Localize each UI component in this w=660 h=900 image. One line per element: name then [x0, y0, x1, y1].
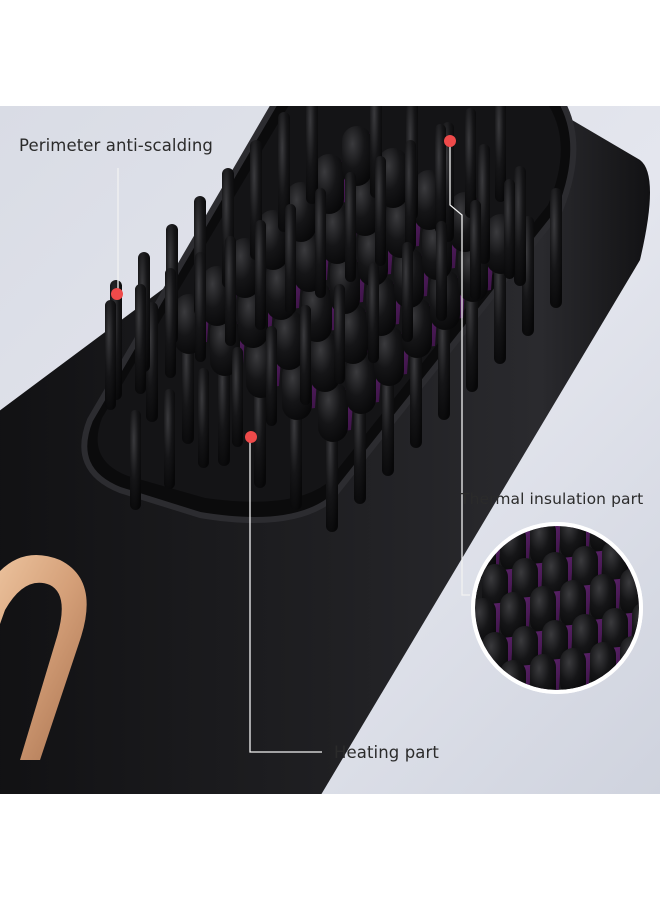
label-perimeter-anti-scalding: Perimeter anti-scalding	[19, 136, 213, 155]
bristle	[354, 384, 366, 504]
bristle	[232, 347, 243, 447]
bristle	[465, 108, 476, 218]
bristle	[620, 568, 639, 616]
bristle	[290, 390, 302, 510]
leader-lines	[117, 141, 470, 753]
bristle	[374, 326, 404, 386]
bristle	[164, 389, 175, 489]
bristle	[346, 354, 376, 414]
bristle	[435, 124, 446, 234]
bristle	[375, 156, 386, 266]
bristle	[334, 284, 345, 384]
bristle	[410, 328, 422, 448]
bristle	[310, 332, 340, 392]
bristle	[315, 188, 326, 298]
bristle	[470, 200, 481, 300]
photo-panel	[0, 106, 660, 794]
gold-accent	[0, 555, 87, 760]
bristle	[198, 368, 209, 468]
bristle	[345, 172, 356, 282]
bristle	[560, 648, 586, 690]
bristle	[225, 236, 236, 346]
bristle	[342, 126, 372, 186]
bristle	[530, 654, 556, 690]
bristle	[514, 166, 526, 286]
bristle	[504, 179, 515, 279]
bristle	[278, 112, 290, 232]
bristle	[105, 300, 116, 410]
bristle	[318, 382, 348, 442]
bristle	[338, 304, 368, 364]
label-heating-part: Heating part	[334, 743, 439, 762]
bristle	[300, 305, 311, 405]
bristle	[438, 300, 450, 420]
bristle	[382, 356, 394, 476]
bristle	[255, 220, 266, 330]
label-thermal-insulation-part: Thermal insulation part	[460, 490, 644, 508]
marker-thermal	[444, 135, 456, 147]
bristle	[218, 346, 230, 466]
bristle	[368, 263, 379, 363]
bristle	[326, 412, 338, 532]
bristle	[402, 242, 413, 342]
bristle	[165, 268, 176, 378]
bristle	[195, 252, 206, 362]
bristle	[135, 284, 146, 394]
marker-perimeter	[111, 288, 123, 300]
bristle	[494, 244, 506, 364]
zoom-circle	[471, 522, 643, 694]
bristle	[550, 188, 562, 308]
bristle	[182, 324, 194, 444]
bristle-array	[105, 106, 562, 532]
bristle	[466, 272, 478, 392]
bristle	[322, 204, 352, 264]
bristle	[274, 310, 304, 370]
bristle	[436, 221, 447, 321]
bristle	[405, 140, 416, 250]
marker-heating	[245, 431, 257, 443]
bristle	[266, 326, 277, 426]
bristle	[306, 106, 318, 204]
bristle	[130, 410, 141, 510]
bristle	[254, 368, 266, 488]
bristle	[495, 106, 506, 202]
bristle	[285, 204, 296, 314]
